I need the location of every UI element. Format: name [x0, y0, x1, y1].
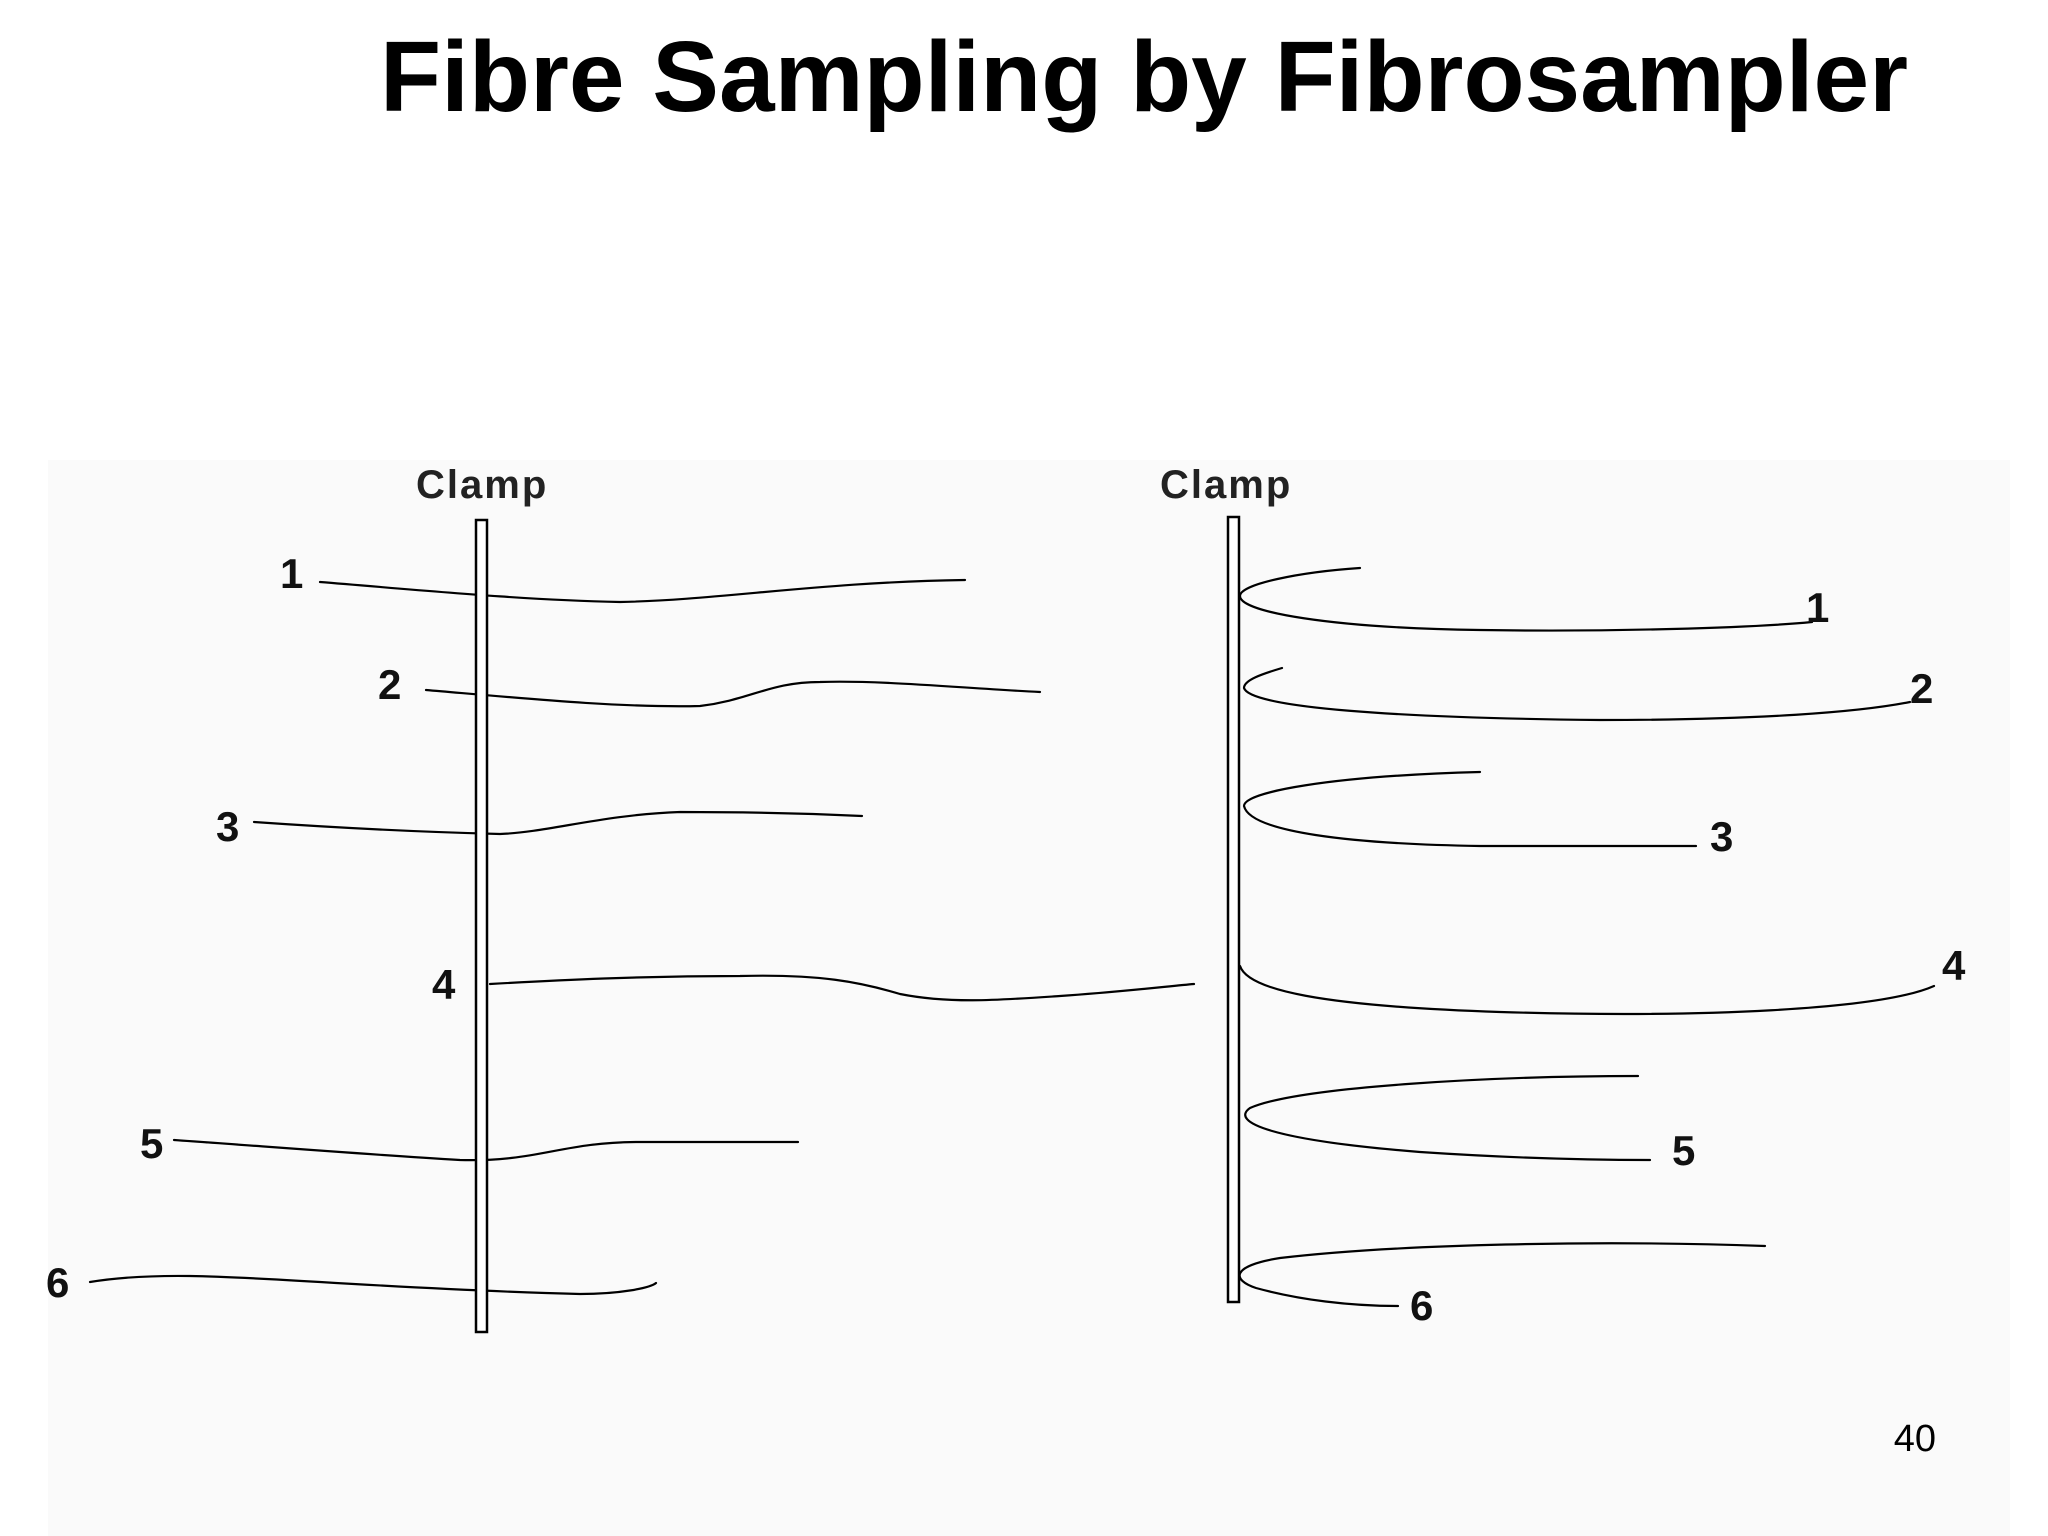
- right-fibre-label-4: 4: [1942, 942, 1966, 989]
- right-fibre-label-2: 2: [1910, 665, 1933, 712]
- left-clamp-label: Clamp: [416, 463, 548, 507]
- right-fibre-6: [1238, 1242, 1767, 1308]
- left-fibre-1: [318, 578, 967, 604]
- left-clamp: [474, 518, 489, 1334]
- right-fibre-2: [1242, 666, 1912, 722]
- right-fibre-5: [1244, 1074, 1652, 1162]
- right-fibre-label-3: 3: [1710, 813, 1733, 860]
- left-fibre-label-4: 4: [432, 961, 456, 1008]
- right-fibre-label-1: 1: [1806, 584, 1829, 631]
- left-fibre-2: [424, 680, 1042, 708]
- left-fibre-label-5: 5: [140, 1120, 163, 1167]
- right-diagram: Clamp 1 2 3 4 5 6: [1160, 463, 1966, 1329]
- left-fibre-4: [488, 974, 1196, 1002]
- left-fibre-label-3: 3: [216, 803, 239, 850]
- left-fibre-3: [252, 810, 864, 836]
- right-clamp-label: Clamp: [1160, 463, 1292, 507]
- left-fibre-5: [172, 1138, 800, 1162]
- slide-title: Fibre Sampling by Fibrosampler: [380, 21, 1909, 133]
- right-fibre-label-5: 5: [1672, 1127, 1695, 1174]
- right-fibre-3: [1242, 770, 1698, 848]
- page-number: 40: [1893, 1418, 1936, 1460]
- right-fibre-1: [1238, 566, 1814, 632]
- left-fibre-label-1: 1: [280, 550, 303, 597]
- left-fibre-label-6: 6: [46, 1259, 69, 1306]
- left-fibre-label-2: 2: [378, 661, 401, 708]
- left-fibre-6: [88, 1274, 658, 1296]
- right-clamp: [1226, 515, 1241, 1304]
- right-fibre-label-6: 6: [1410, 1282, 1433, 1329]
- right-fibre-4: [1238, 964, 1936, 1015]
- left-diagram: Clamp 1 2 3 4 5 6: [46, 463, 1196, 1334]
